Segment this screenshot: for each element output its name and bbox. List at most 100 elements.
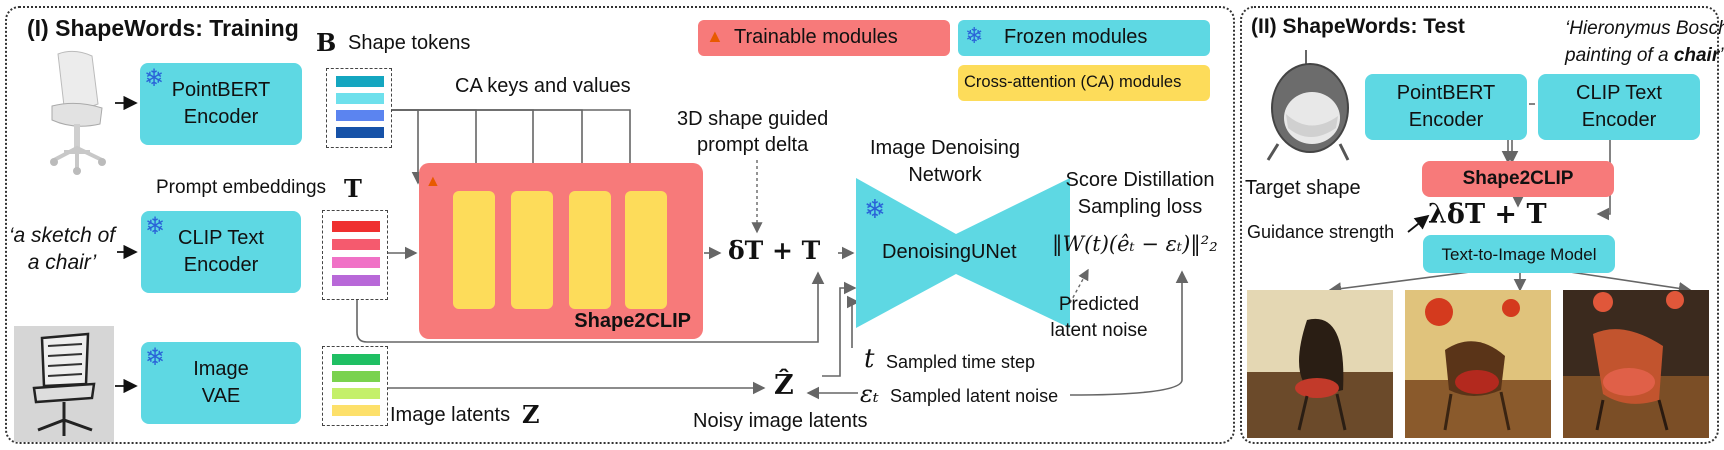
ca-module-3 <box>569 191 611 309</box>
legend-ca: Cross-attention (CA) modules <box>958 65 1210 101</box>
latent-bar <box>332 405 380 416</box>
denoising-unet-shape <box>856 178 1070 328</box>
token-bar <box>336 76 384 87</box>
prompt-text: ‘a sketch of a chair’ <box>6 222 118 276</box>
snowflake-icon: ❄ <box>965 23 984 48</box>
token-bar <box>336 93 384 104</box>
training-panel-title: (I) ShapeWords: Training <box>27 15 299 41</box>
snowflake-icon: ❄ <box>864 194 886 224</box>
latent-noise-symbol: εₜ <box>860 380 879 408</box>
legend-frozen-label: Frozen modules <box>1004 26 1148 48</box>
ca-module-1 <box>453 191 495 309</box>
image-latents-label: Image latents <box>390 404 511 426</box>
target-shape-label: Target shape <box>1245 177 1361 199</box>
time-step-symbol: t <box>864 344 875 374</box>
sds-line1: Score Distillation <box>1065 169 1215 191</box>
prompt-bar <box>332 239 380 250</box>
clip-line2: Encoder <box>183 254 259 276</box>
predicted-noise-label: Predicted latent noise <box>1044 292 1154 344</box>
legend-trainable: ▲ Trainable modules <box>698 20 950 56</box>
sds-formula: ‖W(t)(êₜ − εₜ)‖²₂ <box>1052 232 1218 256</box>
test-quote-bold: chair <box>1673 45 1720 66</box>
test-clip-line1: CLIP Text <box>1576 82 1662 104</box>
latent-bar <box>332 388 380 399</box>
generated-image-3 <box>1563 290 1709 438</box>
token-bar <box>336 127 384 138</box>
test-quote: ‘Hieronymus Bosch’s painting of a chair’ <box>1565 15 1724 69</box>
guided-delta-line1: 3D shape guided <box>677 108 829 130</box>
prompt-embeddings-symbol: T <box>344 174 362 203</box>
vae-line1: Image <box>193 358 249 380</box>
snowflake-icon: ❄ <box>145 344 166 371</box>
generated-image-1 <box>1247 290 1393 438</box>
test-shape2clip-box: Shape2CLIP <box>1422 161 1614 197</box>
prompt-text-line1: ‘a sketch of <box>8 224 116 247</box>
sds-line2: Sampling loss <box>1077 196 1203 218</box>
test-clip-box: CLIP Text Encoder <box>1538 74 1700 140</box>
pointbert-encoder-box: ❄ PointBERT Encoder <box>140 63 302 145</box>
snowflake-icon: ❄ <box>145 213 166 240</box>
test-quote-text: painting of a <box>1565 45 1669 66</box>
snowflake-icon: ❄ <box>144 65 165 92</box>
chair-3d-image <box>50 50 106 175</box>
legend-frozen: ❄ Frozen modules <box>958 20 1210 56</box>
chair-sketch-image <box>14 326 114 442</box>
test-quote-line1: ‘Hieronymus Bosch’s <box>1565 18 1724 39</box>
guidance-label: Guidance strength <box>1247 222 1395 242</box>
vae-line2: VAE <box>201 385 241 407</box>
time-step-label: Sampled time step <box>886 352 1036 372</box>
fire-icon: ▲ <box>425 173 441 190</box>
clip-line1: CLIP Text <box>178 227 264 249</box>
ca-module-2 <box>511 191 553 309</box>
target-shape-image <box>1266 50 1350 161</box>
unet-label: DenoisingUNet <box>882 241 1017 263</box>
latent-noise-label: Sampled latent noise <box>890 386 1059 406</box>
test-formula: λδT + T <box>1428 199 1547 230</box>
image-vae-box: ❄ Image VAE <box>141 342 301 424</box>
prompt-embeddings-stack <box>322 210 388 300</box>
shape-tokens-stack <box>326 68 392 148</box>
latent-bar <box>332 371 380 382</box>
prompt-bar <box>332 221 380 232</box>
noisy-latents-label: Noisy image latents <box>693 410 868 432</box>
guided-delta-line2: prompt delta <box>697 134 809 156</box>
token-bar <box>336 110 384 121</box>
unet-title-line2: Network <box>908 164 982 186</box>
shape2clip-module: ▲ Shape2CLIP <box>419 163 703 339</box>
unet-title: Image Denoising Network <box>864 135 1026 189</box>
legend-trainable-label: Trainable modules <box>734 26 898 48</box>
generated-image-2 <box>1405 290 1551 438</box>
shape-tokens-symbol: B <box>316 28 337 57</box>
t2i-model-label: Text-to-Image Model <box>1441 244 1597 264</box>
shape2clip-label: Shape2CLIP <box>574 310 691 332</box>
predicted-line1: Predicted <box>1058 294 1140 315</box>
predicted-line2: latent noise <box>1050 320 1148 341</box>
shape-tokens-label: Shape tokens <box>348 32 471 54</box>
test-panel <box>1240 6 1719 444</box>
pointbert-line1: PointBERT <box>171 79 271 101</box>
sds-title: Score Distillation Sampling loss <box>1055 167 1225 221</box>
fire-icon: ▲ <box>706 26 724 46</box>
test-shape2clip-label: Shape2CLIP <box>1462 168 1574 189</box>
clip-text-encoder-box: ❄ CLIP Text Encoder <box>141 211 301 293</box>
ca-module-4 <box>625 191 667 309</box>
test-panel-title: (II) ShapeWords: Test <box>1251 15 1465 38</box>
unet-title-line1: Image Denoising <box>869 137 1021 159</box>
pointbert-line2: Encoder <box>183 106 259 128</box>
test-pointbert-line2: Encoder <box>1408 109 1484 131</box>
ca-keys-label: CA keys and values <box>455 75 631 97</box>
prompt-bar <box>332 257 380 268</box>
image-latents-symbol: Z <box>522 400 540 429</box>
noisy-latents-symbol: Ẑ <box>774 370 794 401</box>
guided-delta-label: 3D shape guided prompt delta <box>677 106 828 158</box>
test-pointbert-box: PointBERT Encoder <box>1365 74 1527 140</box>
test-pointbert-line1: PointBERT <box>1396 82 1496 104</box>
test-quote-end: ’ <box>1719 45 1724 66</box>
delta-formula: δT + T <box>728 236 821 265</box>
test-clip-line2: Encoder <box>1581 109 1657 131</box>
legend-ca-label: Cross-attention (CA) modules <box>964 73 1182 91</box>
latent-bar <box>332 354 380 365</box>
image-latents-stack <box>322 346 388 426</box>
prompt-text-line2: a chair’ <box>27 251 97 274</box>
